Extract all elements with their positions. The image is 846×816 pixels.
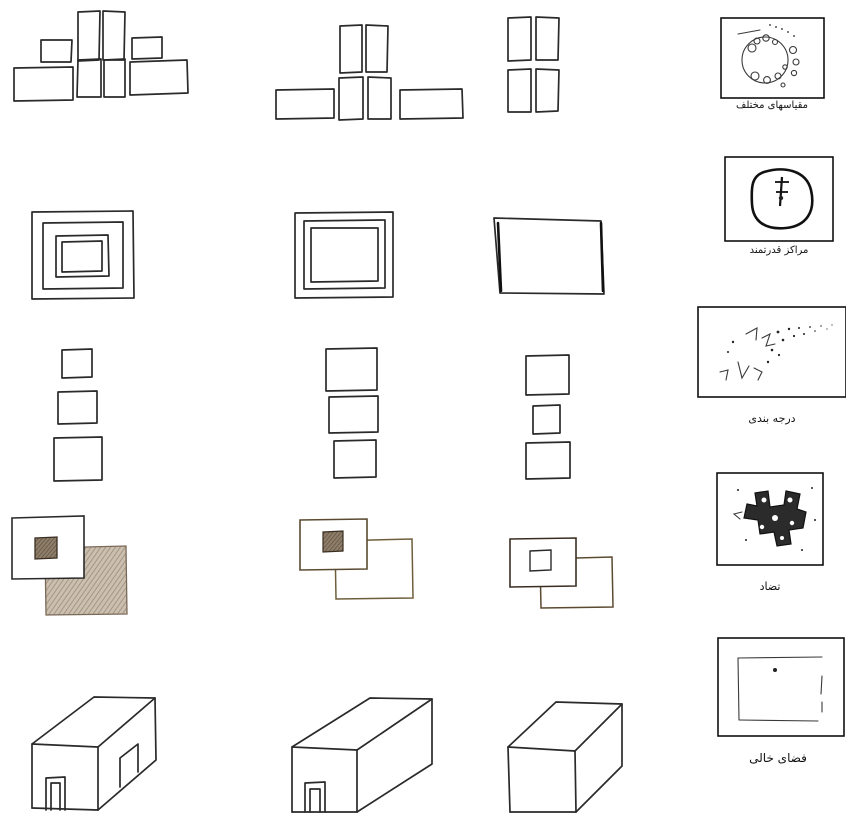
row2-sketch-c bbox=[494, 218, 604, 294]
row1-sketch-a bbox=[14, 11, 188, 101]
legend-frame-contrast bbox=[717, 473, 823, 565]
row4-sketch-c bbox=[510, 538, 613, 608]
row3-sketch-a bbox=[54, 349, 102, 481]
legend-frame-sizes bbox=[721, 18, 824, 98]
legend-frame-gradation bbox=[698, 307, 846, 397]
row5-sketch-b bbox=[292, 698, 432, 812]
row2-sketch-a bbox=[32, 211, 134, 299]
row4-sketch-b bbox=[300, 519, 413, 599]
row1-sketch-c bbox=[508, 17, 559, 112]
legend-frame-focal bbox=[725, 157, 833, 241]
row4-sketch-a bbox=[12, 516, 127, 615]
legend-label-focal: مراکز قدرتمند bbox=[720, 245, 838, 256]
legend-label-gradation: درجه بندی bbox=[712, 412, 832, 425]
legend-label-void: فضای خالی bbox=[718, 751, 838, 765]
legend-frame-void bbox=[718, 638, 844, 736]
row1-sketch-b bbox=[276, 25, 463, 120]
row5-sketch-a bbox=[32, 697, 156, 810]
row3-sketch-b bbox=[326, 348, 378, 478]
row3-sketch-c bbox=[526, 355, 570, 479]
row5-sketch-c bbox=[508, 702, 622, 812]
row2-sketch-b bbox=[295, 212, 393, 298]
legend-label-sizes: مقیاسهای مختلف bbox=[716, 100, 828, 111]
legend-label-contrast: تضاد bbox=[714, 580, 826, 593]
